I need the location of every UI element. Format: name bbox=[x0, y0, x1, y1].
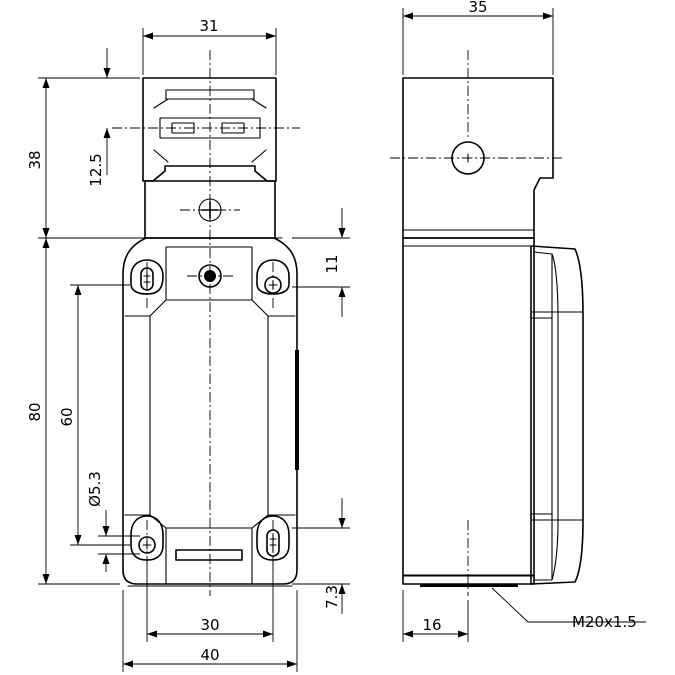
dim-label-12-5: 12.5 bbox=[87, 153, 105, 186]
dim-label-16: 16 bbox=[422, 616, 441, 634]
dim-label-diameter-5-3: Ø5.3 bbox=[86, 471, 104, 507]
dim-label-11: 11 bbox=[323, 254, 341, 273]
dim-label-40: 40 bbox=[200, 646, 219, 664]
dim-label-31: 31 bbox=[199, 17, 218, 35]
side-housing bbox=[402, 237, 584, 587]
front-view bbox=[112, 50, 300, 596]
dimension-labels: 31 35 38 12.5 11 80 60 Ø5.3 7.3 30 40 16… bbox=[26, 0, 637, 664]
dim-label-38: 38 bbox=[26, 150, 44, 169]
side-view bbox=[390, 50, 584, 596]
dim-label-thread: M20x1.5 bbox=[572, 613, 637, 631]
dim-label-60: 60 bbox=[58, 407, 76, 426]
dim-label-30: 30 bbox=[200, 616, 219, 634]
side-head bbox=[390, 77, 565, 239]
dim-label-35: 35 bbox=[468, 0, 487, 16]
front-center-lines bbox=[112, 50, 300, 596]
dim-label-7-3: 7.3 bbox=[323, 585, 341, 609]
dim-label-80: 80 bbox=[26, 402, 44, 421]
dimension-lines bbox=[38, 8, 646, 672]
switch-housing bbox=[122, 237, 299, 587]
